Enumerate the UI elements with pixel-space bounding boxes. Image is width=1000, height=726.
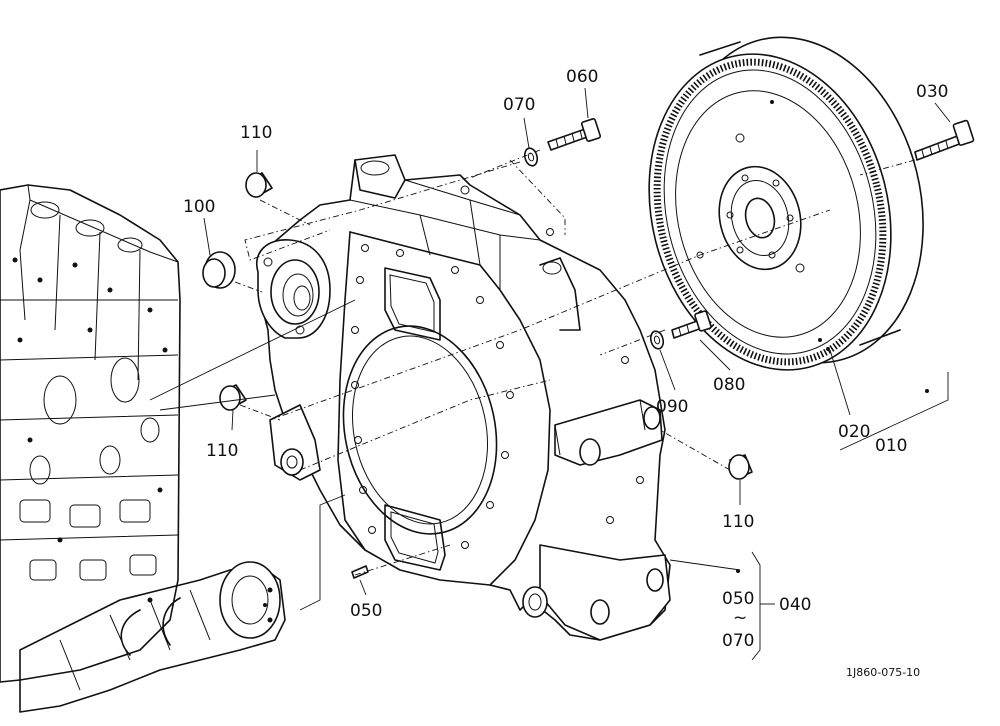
plug-100 [202,251,236,289]
bolt-080 [671,310,712,339]
callout-070: 070 [503,95,535,115]
callout-labels: 010 020 030 040 050 ~ 070 050 060 070 08… [183,67,948,679]
callout-110-right: 110 [722,512,754,532]
alignment-lines [149,149,916,611]
callout-070-range-end: 070 [722,631,754,651]
bolt-060 [547,118,602,151]
flywheel [648,36,924,371]
bolt-030 [914,119,975,161]
washer-070 [523,147,539,167]
figure-reference: 1J860-075-10 [846,666,920,679]
callout-110-top: 110 [240,123,272,143]
flywheel-housing [255,154,671,641]
callout-030: 030 [916,82,948,102]
plug-110-left [219,384,247,411]
callout-090: 090 [656,397,688,417]
plug-110-top [245,172,273,198]
leader-lines [203,87,951,661]
washer-090 [649,330,665,350]
callout-020: 020 [838,422,870,442]
callout-080: 080 [713,375,745,395]
callout-050-range-start: 050 [722,589,754,609]
callout-040: 040 [779,595,811,615]
callout-range-tilde: ~ [733,608,747,628]
plug-110-right [728,454,753,480]
callout-110-left: 110 [206,441,238,461]
callout-100: 100 [183,197,215,217]
crankshaft [19,561,286,713]
pin-050 [351,565,369,579]
callout-050-pin: 050 [350,601,382,621]
callout-060: 060 [566,67,598,87]
engine-block [0,184,181,683]
callout-010: 010 [875,436,907,456]
